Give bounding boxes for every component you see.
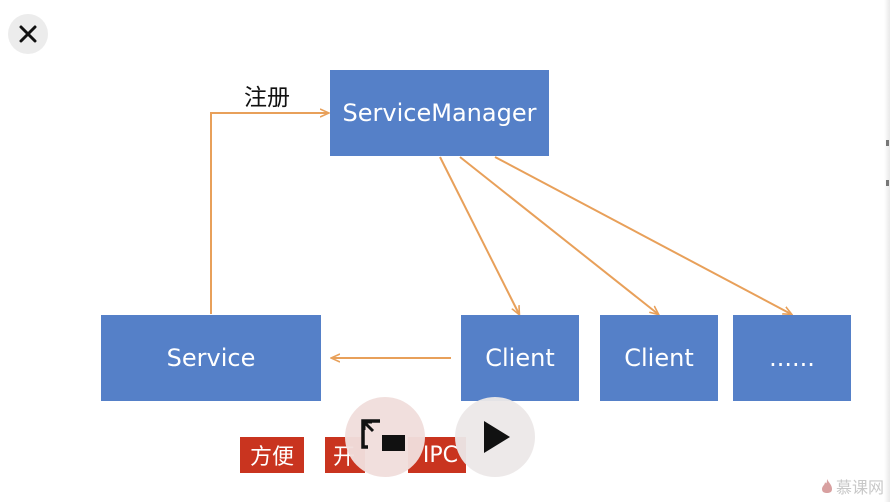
close-button[interactable]	[8, 14, 48, 54]
watermark: 慕课网	[821, 474, 884, 498]
flame-icon	[821, 479, 832, 493]
service-manager-box: ServiceManager	[330, 70, 549, 156]
register-arrow	[210, 113, 328, 314]
sm-to-client2-arrow	[459, 156, 658, 314]
client-box: Client	[461, 315, 579, 401]
sm-to-client1-arrow	[439, 156, 519, 314]
edge-mark	[886, 180, 889, 186]
watermark-text: 慕课网	[835, 478, 884, 497]
play-button[interactable]	[455, 397, 535, 477]
picture-in-picture-button[interactable]	[345, 397, 425, 477]
play-icon	[484, 421, 510, 453]
caption-tag: 方便	[240, 437, 304, 473]
register-label: 注册	[244, 85, 290, 111]
scroll-edge	[884, 0, 890, 502]
picture-in-picture-icon	[361, 419, 405, 451]
client-box: Client	[600, 315, 718, 401]
service-box: Service	[101, 315, 321, 401]
sm-to-client3-arrow	[494, 156, 791, 314]
edge-mark	[886, 140, 889, 146]
close-icon	[19, 25, 37, 43]
client-ellipsis-box: ......	[733, 315, 851, 401]
